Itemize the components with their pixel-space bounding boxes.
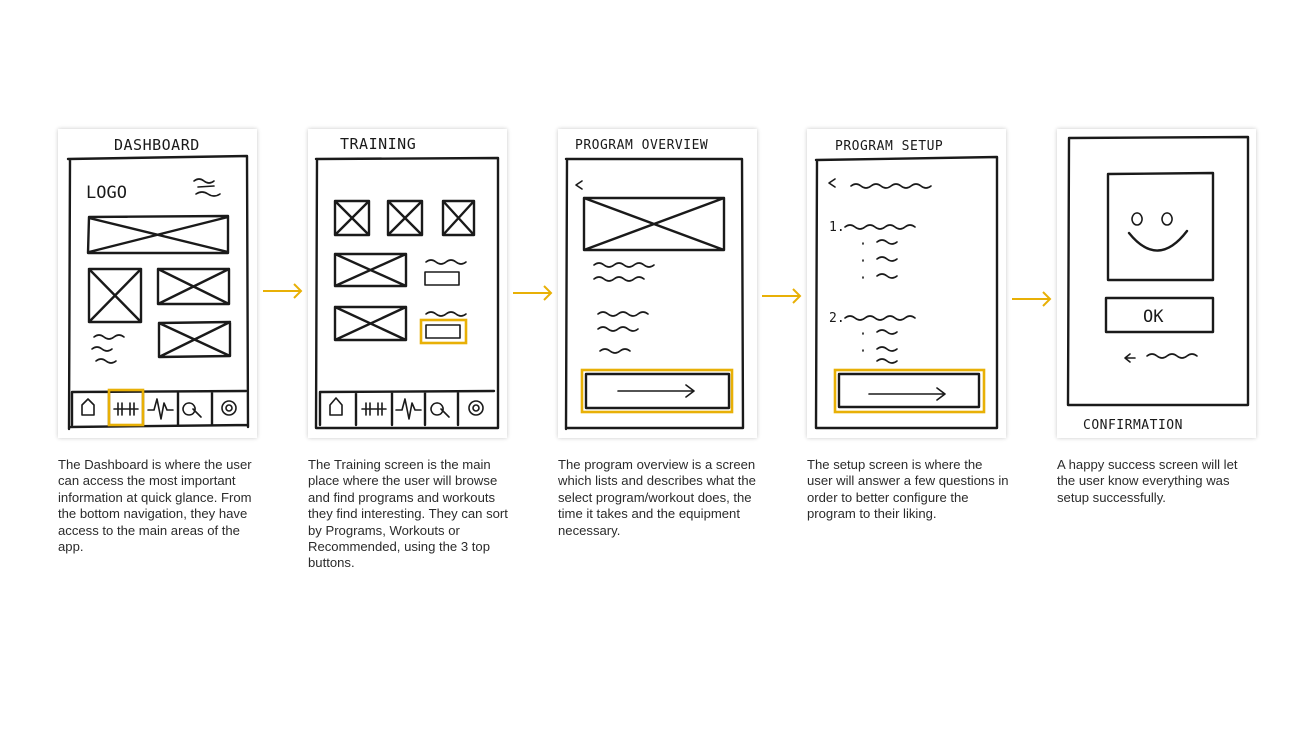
- text-scribble: [91, 334, 125, 364]
- program-setup-sketch: PROGRAM SETUP 1. 2.: [814, 139, 999, 430]
- search-icon: [430, 402, 450, 418]
- hero-image-placeholder: [86, 214, 230, 255]
- flow-arrow-icon: [263, 283, 303, 299]
- list-item-button: [424, 271, 460, 286]
- logo-label: LOGO: [86, 183, 127, 203]
- screen-card-dashboard: DASHBOARD LOGO: [58, 129, 257, 438]
- arrow-right-icon: [617, 384, 695, 398]
- text-scribble: [597, 311, 649, 354]
- question-number-2: 2.: [829, 311, 845, 326]
- text-scribble: [425, 311, 467, 317]
- text-scribble: [850, 183, 932, 189]
- success-illustration-frame: [1106, 171, 1215, 282]
- text-scribble: [425, 259, 467, 265]
- highlight-list-button: [419, 318, 468, 345]
- program-overview-sketch: PROGRAM OVERVIEW: [564, 138, 745, 431]
- training-description: The Training screen is the main place wh…: [308, 457, 508, 571]
- continue-button: [837, 372, 981, 409]
- menu-icon: [193, 178, 221, 197]
- list-item-image: [333, 252, 408, 288]
- dumbbell-icon: [113, 402, 139, 416]
- confirmation-sketch: OK CONFIRMATION: [1066, 135, 1250, 433]
- dashboard-description: The Dashboard is where the user can acce…: [58, 457, 252, 555]
- screen-card-training: TRAINING: [308, 129, 507, 438]
- screen-card-program-setup: PROGRAM SETUP 1. 2.: [807, 129, 1006, 438]
- gear-icon: [468, 400, 484, 416]
- highlight-nav-training: [107, 388, 145, 427]
- home-icon: [329, 397, 343, 416]
- screen-card-program-overview: PROGRAM OVERVIEW: [558, 129, 757, 438]
- back-arrow-icon: [828, 178, 836, 188]
- flow-arrow-icon: [1012, 291, 1052, 307]
- highlight-continue-button: [833, 368, 986, 414]
- confirmation-description: A happy success screen will let the user…: [1057, 457, 1238, 505]
- image-placeholder: [157, 320, 232, 359]
- image-placeholder: [87, 267, 143, 324]
- highlight-continue-button: [580, 368, 734, 414]
- phone-frame: [66, 154, 250, 431]
- programs-button-placeholder: [333, 199, 371, 237]
- phone-frame: [814, 155, 999, 430]
- ok-button: [1104, 296, 1215, 334]
- ok-button-label: OK: [1143, 307, 1164, 327]
- phone-frame: [1066, 135, 1250, 407]
- flow-arrow-icon: [762, 288, 802, 304]
- question-number-1: 1.: [829, 220, 845, 235]
- training-sketch: TRAINING: [314, 135, 500, 430]
- question-scribble: [844, 224, 916, 279]
- activity-icon: [147, 398, 174, 420]
- text-scribble: [593, 262, 655, 282]
- question-scribble: [844, 315, 916, 364]
- gear-icon: [221, 400, 237, 416]
- screen-title: PROGRAM SETUP: [835, 139, 943, 154]
- arrow-right-icon: [868, 387, 946, 401]
- flow-arrow-icon: [513, 285, 553, 301]
- screen-title: TRAINING: [340, 135, 416, 153]
- home-icon: [81, 398, 95, 416]
- workouts-button-placeholder: [386, 199, 424, 237]
- phone-frame: [564, 157, 745, 431]
- image-placeholder: [156, 267, 231, 306]
- smiley-mouth-icon: [1127, 229, 1189, 252]
- recommended-button-placeholder: [441, 199, 476, 237]
- back-arrow-icon: [1124, 353, 1136, 363]
- continue-button: [584, 372, 731, 410]
- program-image-placeholder: [582, 196, 726, 252]
- list-item-image: [333, 305, 408, 342]
- program-overview-description: The program overview is a screen which l…: [558, 457, 756, 538]
- dumbbell-icon: [361, 402, 387, 416]
- bottom-navigation: [318, 389, 496, 427]
- program-setup-description: The setup screen is where the user will …: [807, 457, 1009, 522]
- list-item-button: [425, 324, 461, 339]
- phone-frame: [314, 156, 500, 430]
- screen-title: DASHBOARD: [114, 136, 200, 154]
- activity-icon: [395, 398, 422, 420]
- back-arrow-icon: [575, 180, 583, 190]
- smiley-eyes-icon: [1131, 212, 1173, 226]
- text-scribble: [1146, 353, 1198, 359]
- screen-title: PROGRAM OVERVIEW: [575, 138, 708, 153]
- screen-card-confirmation: OK CONFIRMATION: [1057, 129, 1256, 438]
- dashboard-sketch: DASHBOARD LOGO: [66, 136, 250, 431]
- search-icon: [182, 402, 202, 418]
- screen-title: CONFIRMATION: [1083, 418, 1183, 433]
